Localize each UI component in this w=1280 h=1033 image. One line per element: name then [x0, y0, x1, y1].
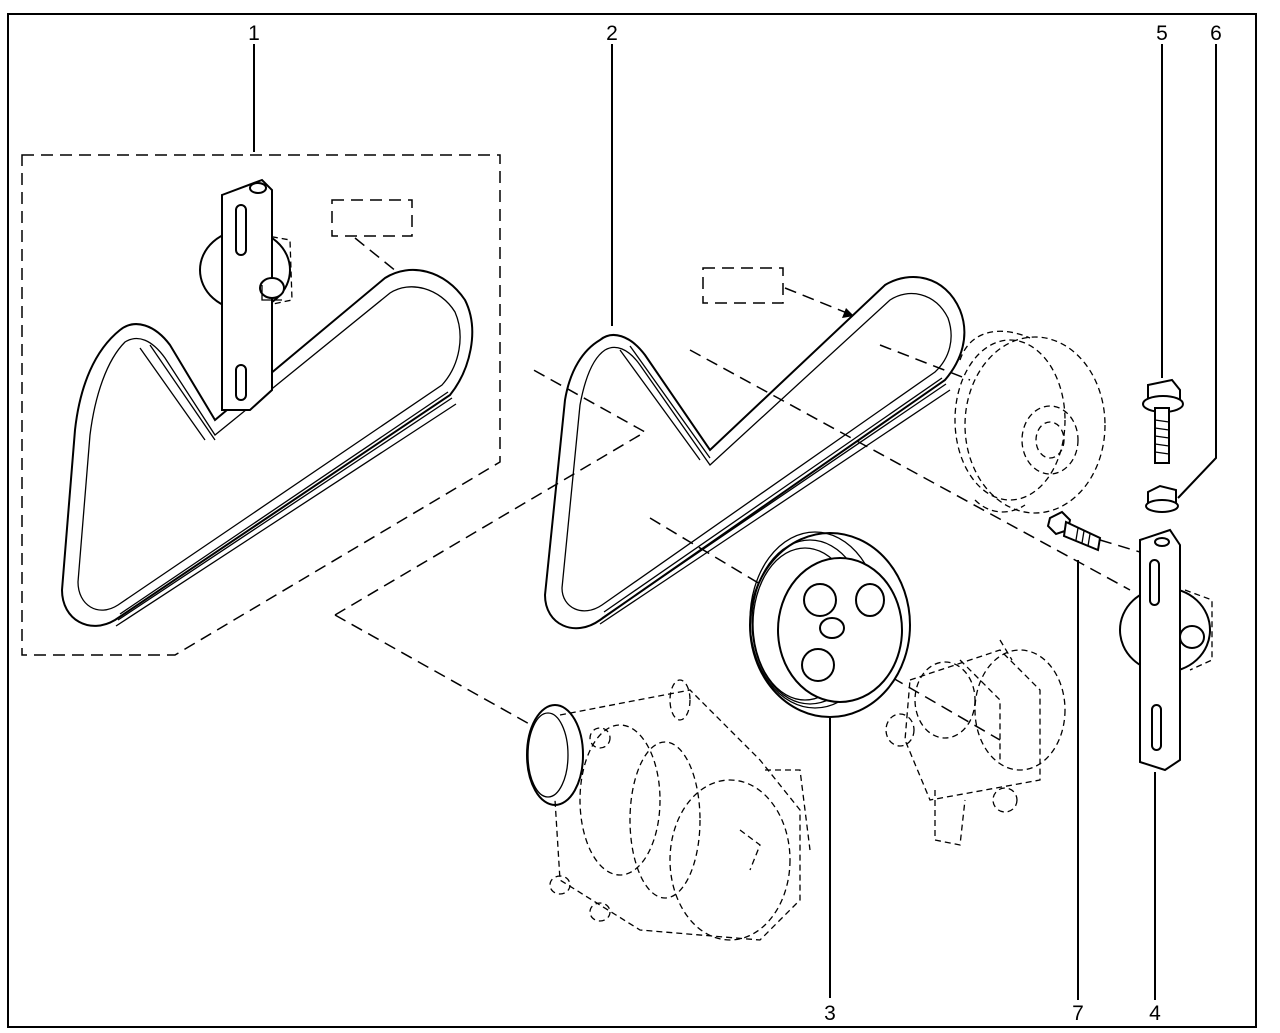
idler-pulley-hidden [954, 330, 1106, 514]
tensioner-4 [1119, 528, 1213, 772]
nut-6 [1145, 484, 1179, 513]
kit-1-group [21, 154, 501, 656]
alignment-lines [334, 344, 1151, 741]
bolt-7 [1046, 510, 1102, 552]
kit-1-tensioner [199, 178, 293, 411]
kit-1-dashed-boundary [21, 154, 501, 656]
belt-2-arrowhead [842, 308, 854, 318]
pulley-3 [749, 531, 911, 718]
callout-3: 3 [824, 1002, 836, 1025]
belt-1 [60, 268, 474, 627]
belt-2-label-box [702, 267, 784, 304]
belt-2-group [543, 267, 966, 630]
alternator [526, 679, 811, 941]
callout-4: 4 [1149, 1002, 1161, 1025]
callout-5: 5 [1156, 22, 1168, 45]
belt-2-label-arrow [784, 287, 853, 316]
power-steering-pump [885, 639, 1066, 846]
diagram-frame [7, 13, 1257, 1028]
kit-1-label-box [331, 199, 413, 237]
leader-lines [253, 44, 1217, 1000]
callout-7: 7 [1072, 1002, 1084, 1025]
callout-2: 2 [606, 22, 618, 45]
callout-6: 6 [1210, 22, 1222, 45]
bolt-5 [1142, 378, 1184, 464]
belt-2 [543, 276, 966, 630]
callout-1: 1 [248, 22, 260, 45]
